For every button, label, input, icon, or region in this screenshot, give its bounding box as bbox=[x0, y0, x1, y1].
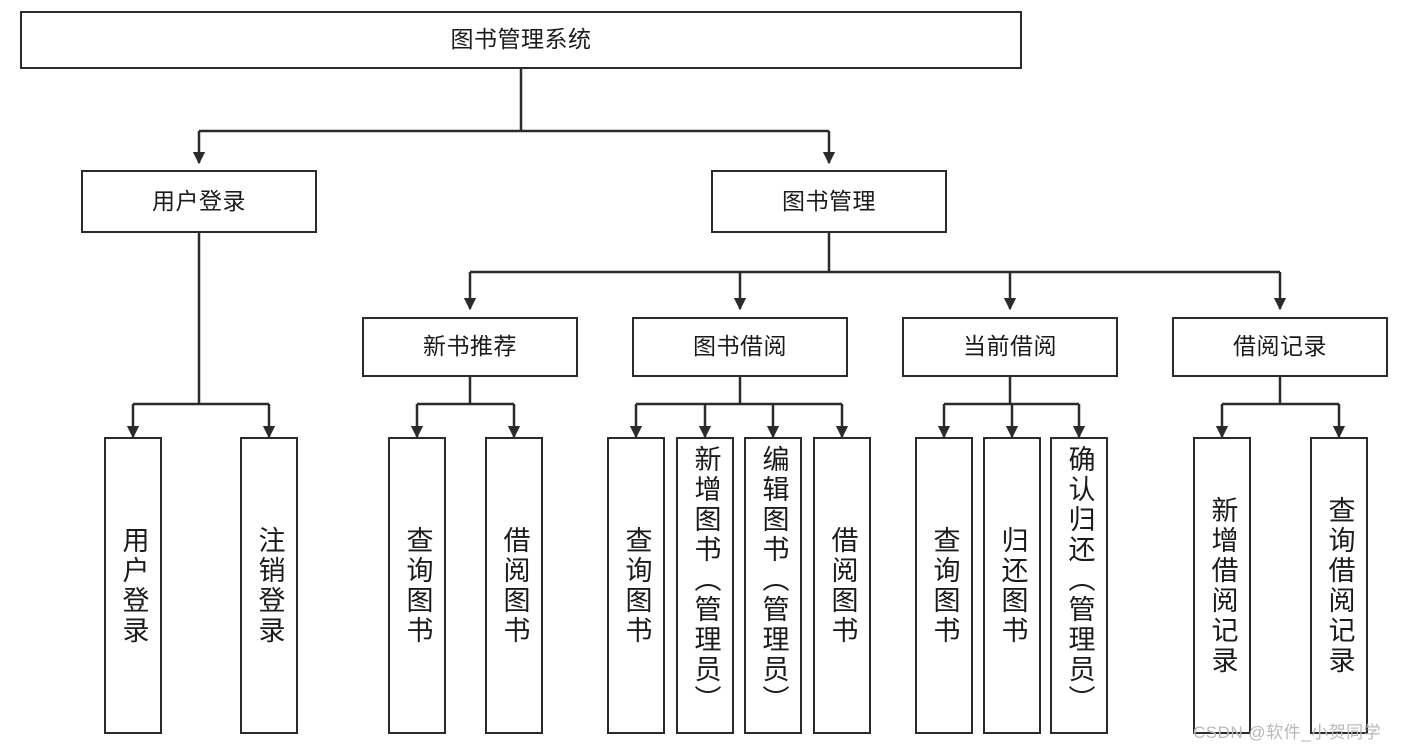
leaf-current-return-book[interactable]: 归还图书 bbox=[983, 437, 1041, 734]
node-label: 借阅记录 bbox=[1233, 333, 1327, 360]
node-label: 查询图书 bbox=[621, 525, 652, 646]
node-label: 图书管理系统 bbox=[450, 26, 592, 53]
leaf-borrow-add-book[interactable]: 新增图书（管理员） bbox=[676, 437, 734, 734]
node-label: 图书借阅 bbox=[693, 333, 787, 360]
node-user-login[interactable]: 用户登录 bbox=[81, 170, 317, 233]
leaf-current-query-book[interactable]: 查询图书 bbox=[915, 437, 973, 734]
node-label: 确认归还（管理员） bbox=[1064, 445, 1095, 715]
leaf-borrow-borrow-book[interactable]: 借阅图书 bbox=[813, 437, 871, 734]
node-label: 查询图书 bbox=[929, 525, 960, 646]
node-label: 当前借阅 bbox=[963, 333, 1057, 360]
leaf-record-add-record[interactable]: 新增借阅记录 bbox=[1193, 437, 1251, 734]
node-label: 借阅图书 bbox=[499, 525, 530, 646]
leaf-borrow-edit-book[interactable]: 编辑图书（管理员） bbox=[744, 437, 802, 734]
node-label: 新增借阅记录 bbox=[1207, 495, 1238, 676]
node-book-management[interactable]: 图书管理 bbox=[711, 170, 947, 233]
node-label: 借阅图书 bbox=[827, 525, 858, 646]
node-label: 用户登录 bbox=[118, 525, 149, 646]
node-label: 归还图书 bbox=[997, 525, 1028, 646]
node-label: 新书推荐 bbox=[423, 333, 517, 360]
node-label: 用户登录 bbox=[152, 187, 246, 214]
node-book-borrow[interactable]: 图书借阅 bbox=[632, 317, 848, 377]
node-current-borrow[interactable]: 当前借阅 bbox=[902, 317, 1118, 377]
leaf-borrow-query-book[interactable]: 查询图书 bbox=[607, 437, 665, 734]
node-label: 查询图书 bbox=[402, 525, 433, 646]
node-label: 查询借阅记录 bbox=[1324, 495, 1355, 676]
leaf-recommend-borrow-book[interactable]: 借阅图书 bbox=[485, 437, 543, 734]
leaf-user-logout[interactable]: 注销登录 bbox=[240, 437, 298, 734]
leaf-user-login[interactable]: 用户登录 bbox=[104, 437, 162, 734]
node-label: 新增图书（管理员） bbox=[690, 445, 721, 715]
node-label: 注销登录 bbox=[254, 525, 285, 646]
node-new-book-recommend[interactable]: 新书推荐 bbox=[362, 317, 578, 377]
leaf-record-query-record[interactable]: 查询借阅记录 bbox=[1310, 437, 1368, 734]
node-label: 图书管理 bbox=[782, 187, 876, 214]
leaf-current-confirm-return[interactable]: 确认归还（管理员） bbox=[1050, 437, 1108, 734]
node-label: 编辑图书（管理员） bbox=[758, 445, 789, 715]
node-borrow-record[interactable]: 借阅记录 bbox=[1172, 317, 1388, 377]
leaf-recommend-query-book[interactable]: 查询图书 bbox=[388, 437, 446, 734]
watermark-text: CSDN @软件_小贺同学 bbox=[1193, 723, 1382, 742]
node-root-system[interactable]: 图书管理系统 bbox=[20, 11, 1022, 69]
